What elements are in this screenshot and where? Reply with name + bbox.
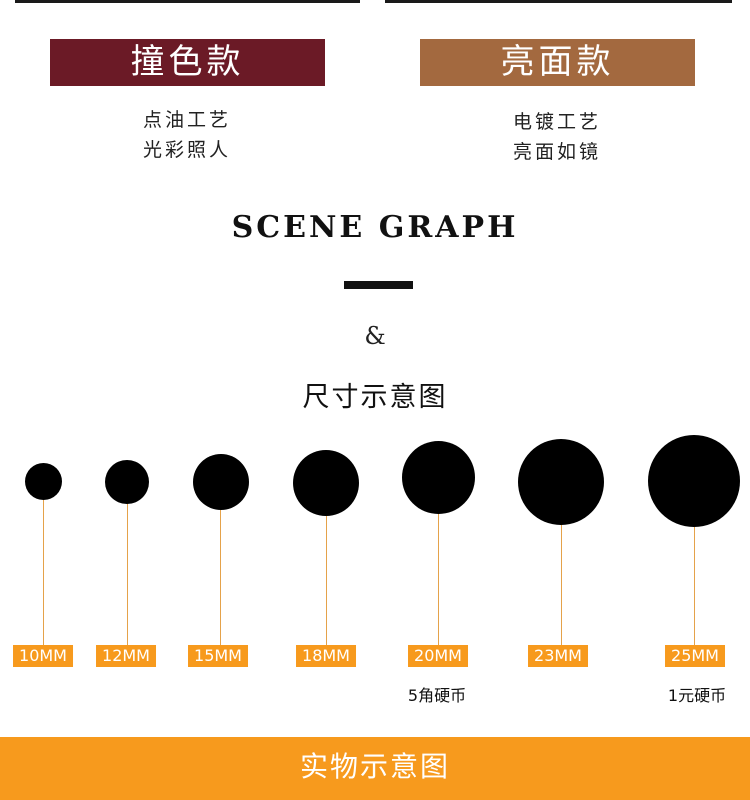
size-dot-10mm <box>25 463 62 500</box>
size-stem <box>694 527 695 645</box>
size-stem <box>43 500 44 645</box>
top-rule-left <box>15 0 360 3</box>
style-desc-glossy: 电镀工艺 亮面如镜 <box>457 107 657 167</box>
style-desc-line: 光彩照人 <box>142 139 231 161</box>
size-dot-18mm <box>293 450 359 516</box>
size-stem <box>220 510 221 645</box>
size-chart-title: 尺寸示意图 <box>302 382 448 413</box>
size-stem <box>326 516 327 645</box>
size-label: 12MM <box>96 645 156 667</box>
size-dot-25mm <box>648 435 740 527</box>
scene-divider <box>344 281 413 289</box>
size-stem <box>438 514 439 645</box>
style-badge-glossy: 亮面款 <box>420 39 695 86</box>
size-dot-20mm <box>402 441 475 514</box>
ampersand: & <box>364 322 386 350</box>
style-desc-contrast: 点油工艺 光彩照人 <box>87 105 287 165</box>
size-label: 10MM <box>13 645 73 667</box>
size-label: 18MM <box>296 645 356 667</box>
scene-title: SCENE GRAPH <box>231 210 519 245</box>
style-badge-contrast: 撞色款 <box>50 39 325 86</box>
size-stem <box>561 525 562 645</box>
style-desc-line: 亮面如镜 <box>512 141 601 163</box>
size-label: 23MM <box>528 645 588 667</box>
size-dot-12mm <box>105 460 149 504</box>
coin-note: 5角硬币 <box>407 686 467 705</box>
size-label: 20MM <box>408 645 468 667</box>
top-rule-right <box>385 0 732 3</box>
footer-section-title: 实物示意图 <box>0 737 750 800</box>
style-desc-line: 点油工艺 <box>142 109 231 131</box>
coin-note: 1元硬币 <box>667 686 727 705</box>
size-dot-15mm <box>193 454 249 510</box>
size-label: 15MM <box>188 645 248 667</box>
style-desc-line: 电镀工艺 <box>512 111 601 133</box>
size-label: 25MM <box>665 645 725 667</box>
size-stem <box>127 504 128 645</box>
size-dot-23mm <box>518 439 604 525</box>
